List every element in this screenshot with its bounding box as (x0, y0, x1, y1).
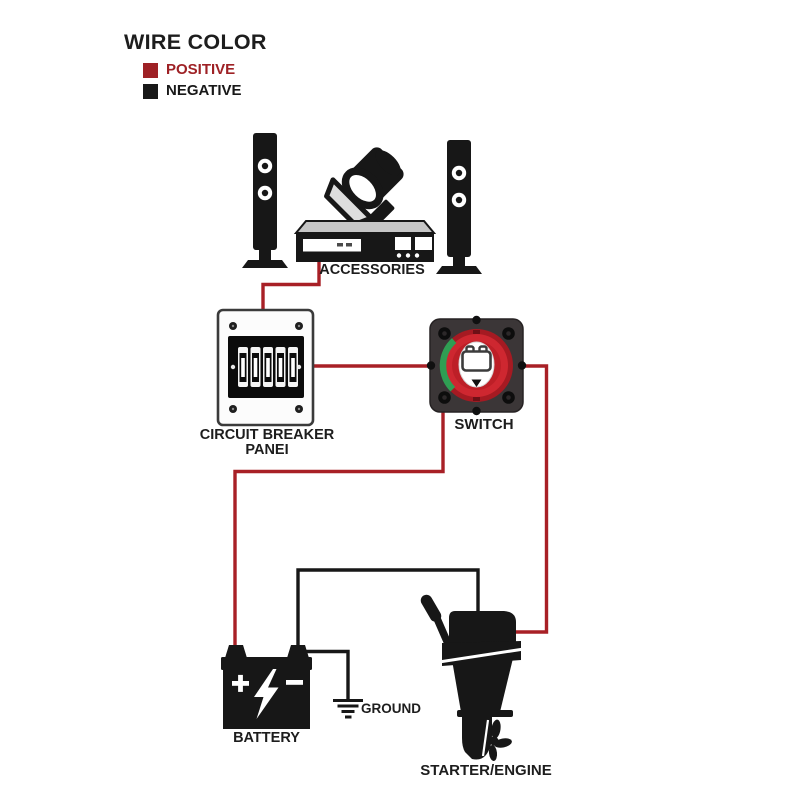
plus-sign-icon (232, 674, 249, 692)
switch-label: SWITCH (454, 415, 514, 433)
media-player-icon (293, 220, 437, 262)
circuit-breaker-label-line2: PANEI (245, 441, 289, 458)
negative-wire-battery-to-engine (296, 568, 480, 649)
panel-screw-icon (229, 322, 303, 413)
breaker-switches (238, 347, 298, 387)
battery-symbol-icon (461, 345, 492, 372)
negative-wire-battery-to-ground (303, 649, 350, 699)
minus-sign-icon (286, 680, 303, 685)
circuit-breaker-panel (216, 308, 315, 427)
accessories-label: ACCESSORIES (319, 261, 425, 278)
breaker-toggle (275, 347, 286, 387)
lightning-bolt-icon (254, 669, 279, 719)
breaker-toggle (250, 347, 261, 387)
legend-positive-label: POSITIVE (166, 61, 236, 78)
ground-label: GROUND (361, 701, 421, 716)
positive-wire-switch-to-engine (516, 364, 549, 634)
propeller-icon (481, 719, 512, 761)
speaker-left-icon (242, 133, 288, 268)
switch-screw-icon (438, 327, 515, 404)
battery (221, 645, 312, 729)
positive-wire-accessories-to-panel (261, 262, 321, 311)
legend-negative-label: NEGATIVE (166, 82, 242, 99)
positive-color-swatch (143, 63, 158, 78)
wires (233, 262, 549, 699)
battery-switch (426, 315, 527, 416)
negative-color-swatch (143, 84, 158, 99)
speaker-right-icon (436, 140, 482, 274)
knob-pointer-icon (471, 379, 482, 387)
switch-green-arc (439, 338, 457, 392)
breaker-toggle (238, 347, 248, 387)
ground-symbol-icon (333, 699, 363, 719)
battery-positive-terminal (225, 645, 247, 658)
circuit-breaker-label-line1: CIRCUIT BREAKER (199, 427, 335, 443)
breaker-toggle (288, 347, 298, 387)
battery-label: BATTERY (233, 730, 300, 746)
breaker-toggle (263, 347, 273, 387)
engine-label: STARTER/ENGINE (420, 762, 552, 779)
accessories-group (242, 133, 482, 274)
positive-wire-switch-to-battery (233, 410, 445, 649)
switch-edge-tabs (426, 315, 527, 416)
engine-outboard-icon (420, 594, 525, 761)
battery-negative-terminal (287, 645, 309, 658)
legend-title: WIRE COLOR (124, 30, 267, 54)
